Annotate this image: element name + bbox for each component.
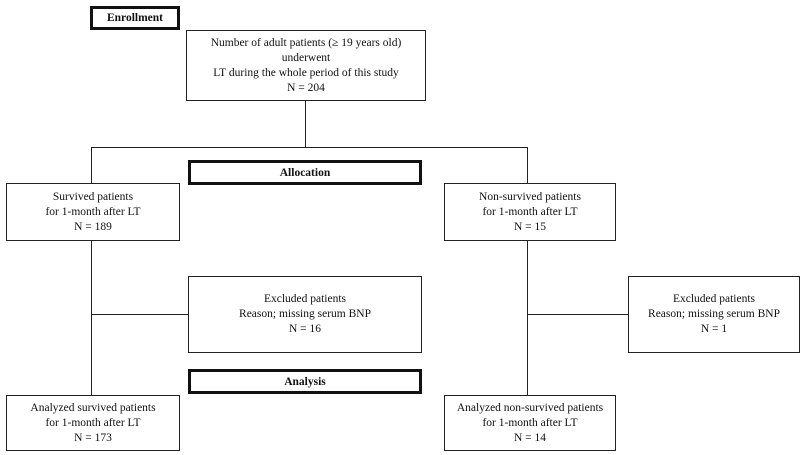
- connector-left-to-survived: [91, 147, 92, 183]
- analyzed-survived-count: N = 173: [74, 431, 112, 444]
- analysis-header-label: Analysis: [284, 375, 326, 388]
- allocation-header-label: Allocation: [279, 166, 331, 179]
- non-survived-patients-box: Non-survived patients for 1-month after …: [444, 183, 616, 241]
- excluded-non-survived-box: Excluded patients Reason; missing serum …: [628, 276, 800, 353]
- connector-non-survived-to-analyzed: [527, 241, 528, 395]
- total-patients-line-2: LT during the whole period of this study: [213, 66, 399, 79]
- non-survived-line-1: Non-survived patients: [479, 190, 581, 203]
- excluded-survived-count: N = 16: [288, 323, 322, 335]
- non-survived-line-2: for 1-month after LT: [482, 205, 578, 218]
- non-survived-count: N = 15: [513, 220, 547, 233]
- connector-total-down: [305, 101, 306, 147]
- excluded-non-survived-count: N = 1: [700, 323, 728, 335]
- analyzed-survived-line-2: for 1-month after LT: [45, 416, 141, 429]
- total-patients-line-1: Number of adult patients (≥ 19 years old…: [210, 36, 402, 64]
- enrollment-header-label: Enrollment: [106, 12, 163, 24]
- total-patients-box: Number of adult patients (≥ 19 years old…: [186, 30, 426, 101]
- analyzed-non-survived-line-1: Analyzed non-survived patients: [456, 401, 604, 414]
- analyzed-non-survived-box: Analyzed non-survived patients for 1-mon…: [444, 395, 616, 451]
- survived-line-2: for 1-month after LT: [45, 205, 141, 218]
- enrollment-header: Enrollment: [90, 6, 180, 30]
- excluded-non-survived-line-1: Excluded patients: [672, 293, 756, 305]
- connector-split: [91, 147, 528, 148]
- excluded-survived-line-1: Excluded patients: [263, 293, 347, 305]
- connector-non-survived-exclusion: [527, 314, 628, 315]
- analyzed-survived-box: Analyzed survived patients for 1-month a…: [6, 395, 180, 451]
- survived-line-1: Survived patients: [52, 190, 134, 203]
- connector-survived-exclusion: [91, 314, 188, 315]
- analyzed-non-survived-line-2: for 1-month after LT: [482, 416, 578, 429]
- analysis-header: Analysis: [188, 369, 422, 394]
- excluded-non-survived-line-2: Reason; missing serum BNP: [648, 308, 780, 320]
- survived-patients-box: Survived patients for 1-month after LT N…: [6, 183, 180, 241]
- total-patients-count: N = 204: [287, 81, 325, 94]
- allocation-header: Allocation: [188, 160, 422, 185]
- analyzed-survived-line-1: Analyzed survived patients: [30, 401, 156, 414]
- excluded-survived-line-2: Reason; missing serum BNP: [239, 308, 371, 320]
- excluded-survived-box: Excluded patients Reason; missing serum …: [188, 276, 422, 353]
- survived-count: N = 189: [74, 220, 112, 233]
- analyzed-non-survived-count: N = 14: [513, 431, 547, 444]
- connector-survived-to-analyzed: [91, 241, 92, 395]
- connector-right-to-non-survived: [527, 147, 528, 183]
